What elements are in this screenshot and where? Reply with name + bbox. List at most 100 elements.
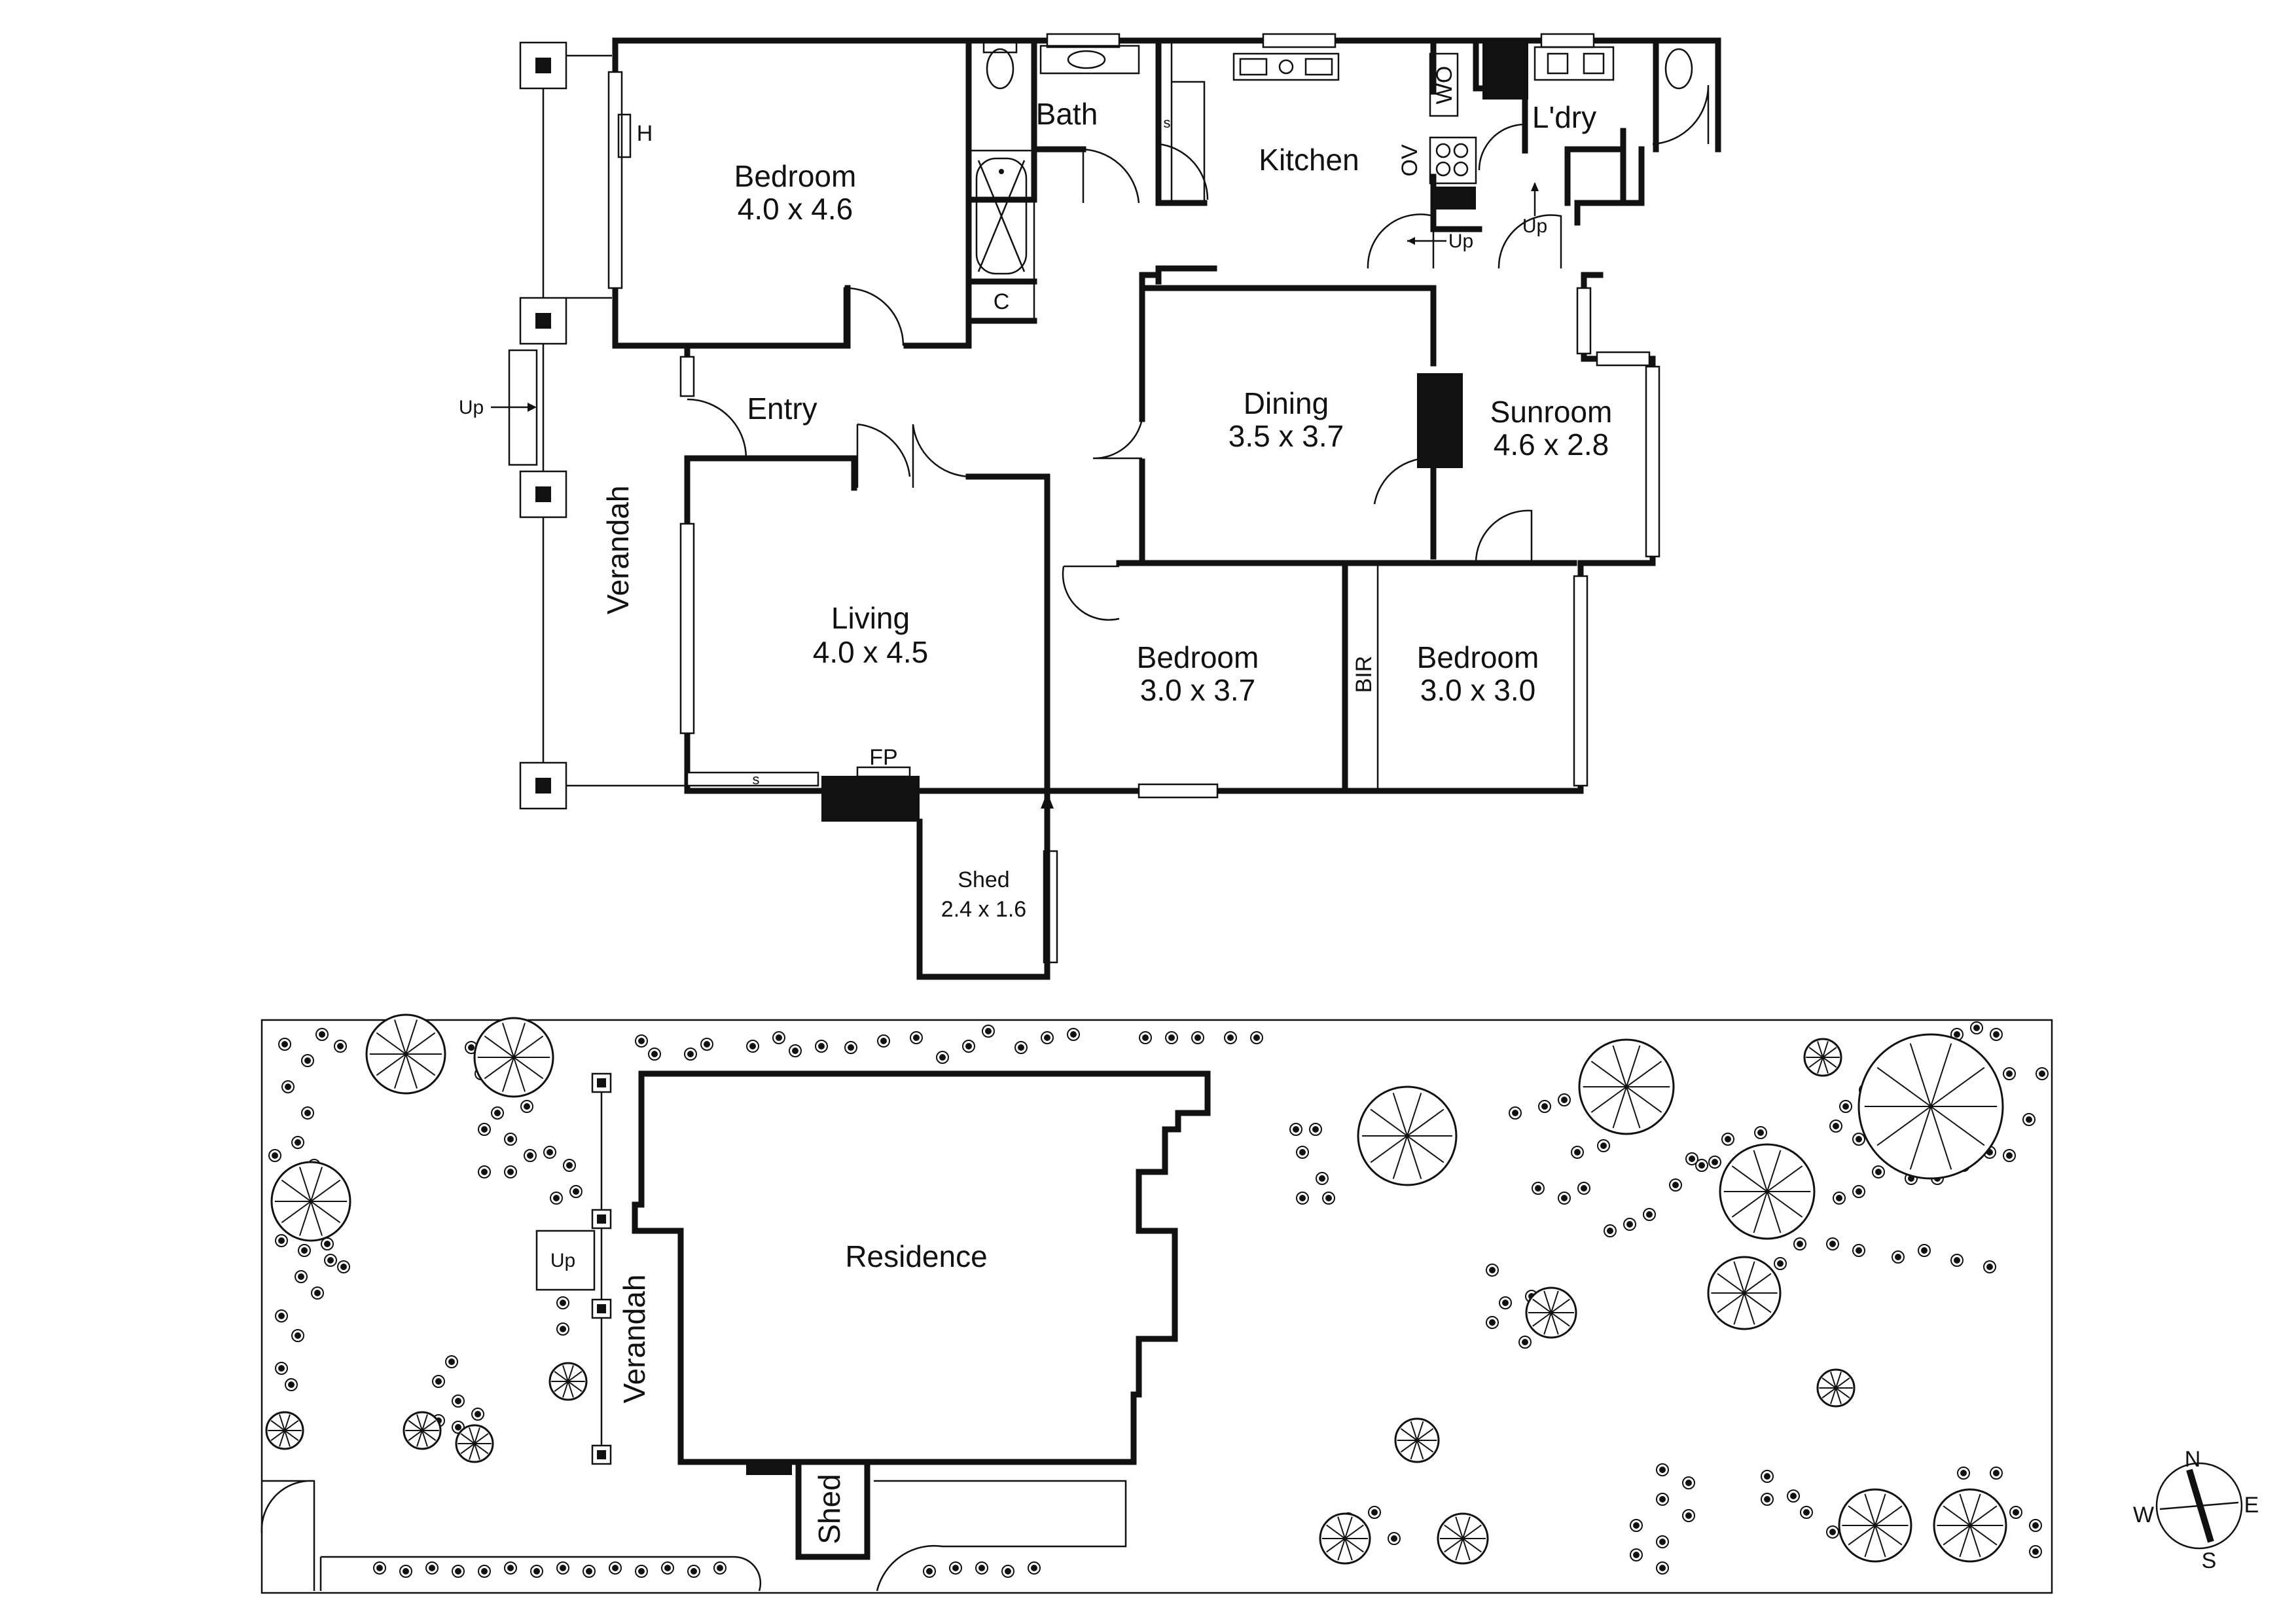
tree-branch xyxy=(1876,1106,1931,1146)
shrub-core xyxy=(1005,1568,1011,1575)
kitchen-name: Kitchen xyxy=(1259,143,1359,177)
tree-branch xyxy=(1444,1524,1463,1539)
shrub-core xyxy=(1993,1470,2000,1476)
tree-branch xyxy=(469,1443,475,1460)
shrub-core xyxy=(533,1568,540,1575)
tree-branch xyxy=(298,1201,312,1236)
shrub-core xyxy=(1921,1247,1928,1254)
interior-walls xyxy=(684,37,1721,794)
shrub-core xyxy=(1044,1034,1050,1041)
shrub-core xyxy=(1829,1241,1836,1247)
tree-branch xyxy=(1444,1538,1463,1553)
tree-branch xyxy=(1835,1372,1842,1389)
shrub-core xyxy=(939,1054,946,1061)
tree-branch xyxy=(310,1179,341,1202)
tree-branch xyxy=(284,1430,299,1441)
tree-branch xyxy=(1959,1525,1971,1558)
shrub-core xyxy=(547,1149,553,1156)
tree-branch xyxy=(1930,1106,1985,1146)
tree-branch xyxy=(405,1053,418,1089)
tree-branch xyxy=(422,1430,428,1447)
shrub-core xyxy=(1757,1129,1764,1136)
shrub-core xyxy=(1797,1241,1803,1247)
shrub-core xyxy=(1764,1496,1770,1503)
shrub-core xyxy=(1312,1126,1319,1133)
shrub-core xyxy=(717,1565,723,1571)
shrub-core xyxy=(560,1300,566,1306)
tree-branch xyxy=(554,1371,569,1382)
tree-branch xyxy=(1767,1150,1782,1192)
tree-branch xyxy=(284,1420,299,1431)
shrub-core xyxy=(651,1051,658,1057)
shrub-core xyxy=(1600,1142,1607,1149)
shrub-core xyxy=(1253,1034,1260,1041)
tree-branch xyxy=(469,1427,475,1444)
site-steps-label: Up xyxy=(550,1250,575,1271)
shrub-core xyxy=(527,1152,533,1159)
tree-branch xyxy=(298,1167,312,1202)
tree-branch xyxy=(1462,1524,1482,1539)
shrub-core xyxy=(2032,1522,2039,1529)
tree-branch xyxy=(1612,1086,1627,1129)
bath-fixtures xyxy=(967,39,1140,283)
shrub-core xyxy=(1842,1103,1849,1110)
step-arrows xyxy=(528,182,1539,412)
shrub-core xyxy=(1895,1254,1901,1260)
shrub-core xyxy=(573,1188,579,1195)
tree-branch xyxy=(1822,1057,1829,1074)
compass-east: E xyxy=(2244,1493,2259,1518)
shrub-core xyxy=(848,1044,854,1051)
shrub-core xyxy=(2032,1548,2039,1555)
tree-branch xyxy=(1543,1312,1552,1335)
tree-branch xyxy=(1370,1108,1408,1137)
tree-branch xyxy=(554,1381,569,1392)
tree-branch xyxy=(1744,1273,1772,1294)
doors xyxy=(687,84,1710,621)
shrub-core xyxy=(1319,1175,1325,1182)
tree-branch xyxy=(1821,1387,1837,1398)
living-shelves-label: s xyxy=(753,771,760,788)
sunroom-name: Sunroom xyxy=(1490,395,1613,429)
shrub-core xyxy=(468,1044,475,1051)
shrub-core xyxy=(327,1257,334,1264)
tree-branch xyxy=(1767,1191,1803,1218)
tree-branch xyxy=(279,1414,285,1431)
tree-branch xyxy=(567,1381,583,1392)
tree-branch xyxy=(1943,1505,1971,1526)
entry-name: Entry xyxy=(747,392,817,426)
tree-branch xyxy=(1744,1261,1755,1294)
tree-branch xyxy=(1532,1312,1552,1327)
cupboard-label: C xyxy=(994,289,1010,314)
tree-branch xyxy=(1455,1516,1463,1539)
tree-branch xyxy=(405,1053,436,1076)
tree-branch xyxy=(1416,1421,1424,1441)
living-name: Living xyxy=(831,601,910,635)
verandah-name: Verandah xyxy=(601,486,635,615)
tree-branch xyxy=(474,1443,480,1460)
tree-branch xyxy=(1410,1421,1418,1441)
tree-branch xyxy=(416,1414,423,1431)
shrub-core xyxy=(1659,1539,1666,1545)
shrub-core xyxy=(475,1411,481,1417)
shrub-core xyxy=(1293,1126,1299,1133)
shrub-core xyxy=(1973,1025,1980,1031)
shrub-core xyxy=(1535,1185,1541,1192)
shrub-core xyxy=(1371,1509,1378,1516)
shrub-core xyxy=(1672,1182,1679,1188)
tree-branch xyxy=(1344,1524,1364,1539)
tree-branch xyxy=(1767,1191,1782,1233)
tree-branch xyxy=(310,1201,323,1236)
tree-branch xyxy=(1731,1191,1768,1218)
tree-branch xyxy=(1930,1067,1985,1107)
kitchen-steps-label: Up xyxy=(1448,230,1473,252)
shrub-core xyxy=(324,1241,331,1247)
tree-branch xyxy=(1407,1093,1422,1137)
tree-branch xyxy=(284,1414,291,1431)
tree-branch xyxy=(1626,1086,1662,1113)
shrub-core xyxy=(295,1332,301,1339)
shrub-core xyxy=(1489,1319,1496,1326)
shrub-core xyxy=(566,1162,573,1169)
bedroom-2-size: 3.0 x 3.7 xyxy=(1140,673,1255,707)
tree-branch xyxy=(1969,1525,1998,1546)
shrub-core xyxy=(285,1084,291,1090)
